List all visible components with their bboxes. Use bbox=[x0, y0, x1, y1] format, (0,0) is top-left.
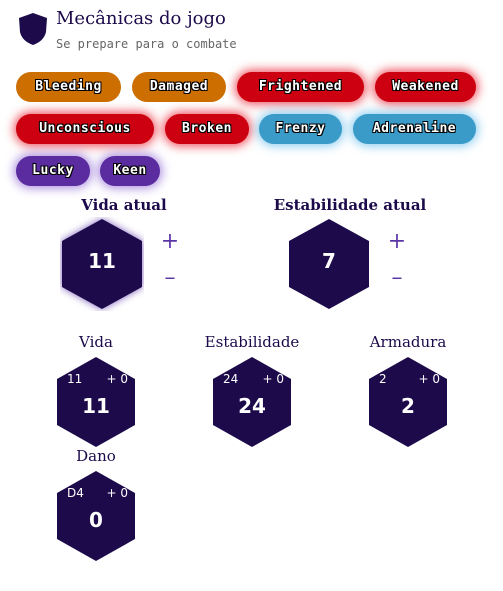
tag-broken[interactable]: Broken bbox=[165, 114, 249, 144]
estabilidade-modifier[interactable]: + 0 bbox=[262, 372, 284, 386]
vida-hex: 11 + 0 11 bbox=[56, 356, 136, 448]
tag-keen[interactable]: Keen bbox=[100, 156, 160, 186]
current-hp-label: Vida atual bbox=[81, 196, 167, 214]
armadura-modifier[interactable]: + 0 bbox=[418, 372, 440, 386]
vida-modifier[interactable]: + 0 bbox=[106, 372, 128, 386]
tag-bleeding[interactable]: Bleeding bbox=[16, 72, 121, 102]
dano-modifier[interactable]: + 0 bbox=[106, 486, 128, 500]
tag-weakened[interactable]: Weakened bbox=[375, 72, 476, 102]
increase-stability-button[interactable]: + bbox=[387, 229, 407, 254]
vida-label: Vida bbox=[79, 333, 113, 351]
armadura-base: 2 bbox=[379, 372, 387, 386]
hexagon-icon bbox=[57, 471, 135, 561]
increase-hp-button[interactable]: + bbox=[160, 229, 180, 254]
hexagon-icon bbox=[369, 357, 447, 447]
vida-total: 11 bbox=[82, 394, 110, 418]
dano-hex: D4 + 0 0 bbox=[56, 470, 136, 562]
dano-base: D4 bbox=[67, 486, 84, 500]
tag-frightened[interactable]: Frightened bbox=[237, 72, 364, 102]
shield-icon bbox=[19, 13, 47, 45]
armadura-total: 2 bbox=[401, 394, 415, 418]
current-stability-hex: 7 bbox=[287, 217, 371, 311]
page-subtitle: Se prepare para o combate bbox=[56, 37, 237, 51]
current-hp-value: 11 bbox=[88, 249, 116, 273]
estabilidade-base: 24 bbox=[223, 372, 239, 386]
dano-total: 0 bbox=[89, 508, 103, 532]
estabilidade-total: 24 bbox=[238, 394, 266, 418]
decrease-stability-button[interactable]: – bbox=[391, 265, 403, 290]
current-stability-value: 7 bbox=[322, 249, 336, 273]
current-stability-label: Estabilidade atual bbox=[273, 196, 427, 214]
estabilidade-label: Estabilidade bbox=[204, 333, 300, 351]
header: Mecânicas do jogo Se prepare para o comb… bbox=[18, 8, 488, 56]
current-hp-hex: 11 bbox=[60, 217, 144, 311]
tag-lucky[interactable]: Lucky bbox=[16, 156, 90, 186]
dano-label: Dano bbox=[76, 447, 116, 465]
hexagon-icon bbox=[289, 219, 369, 309]
vida-base: 11 bbox=[67, 372, 83, 386]
tag-unconscious[interactable]: Unconscious bbox=[16, 114, 154, 144]
estabilidade-hex: 24 + 0 24 bbox=[212, 356, 292, 448]
hexagon-icon bbox=[57, 357, 135, 447]
armadura-hex: 2 + 0 2 bbox=[368, 356, 448, 448]
tag-frenzy[interactable]: Frenzy bbox=[259, 114, 342, 144]
tag-adrenaline[interactable]: Adrenaline bbox=[353, 114, 476, 144]
hexagon-icon bbox=[62, 219, 142, 309]
decrease-hp-button[interactable]: – bbox=[164, 265, 176, 290]
tag-damaged[interactable]: Damaged bbox=[132, 72, 226, 102]
armadura-label: Armadura bbox=[369, 333, 447, 351]
hexagon-icon bbox=[213, 357, 291, 447]
page-title: Mecânicas do jogo bbox=[56, 8, 226, 29]
